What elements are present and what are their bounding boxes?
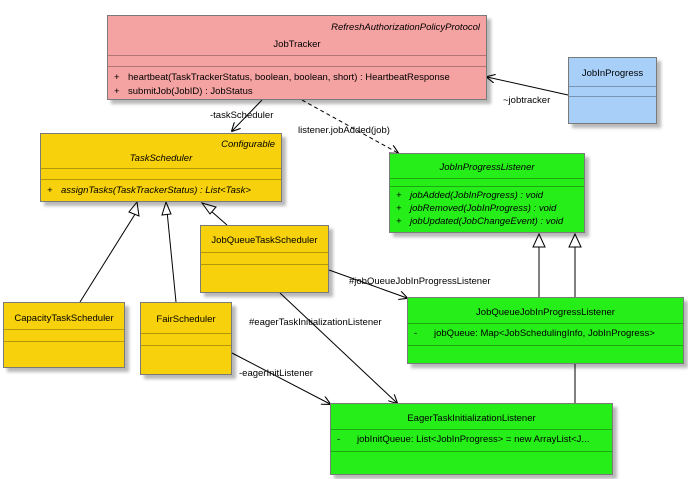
task-scheduler-separator (41, 179, 281, 180)
eager-init-association-line (231, 352, 330, 404)
task-scheduler-association-line (232, 99, 263, 131)
eager-task-initialization-listener-attribute: -jobInitQueue: List<JobInProgress> = new… (337, 434, 590, 445)
job-in-progress-listener-separator (390, 178, 584, 179)
job-queue-task-scheduler-name: JobQueueTaskScheduler (211, 235, 318, 246)
task-scheduler-class[interactable]: Configurable TaskScheduler +assignTasks(… (40, 133, 282, 202)
eager-task-initialization-listener-separator (331, 451, 612, 452)
fair-generalization-line (166, 210, 177, 303)
capacity-task-scheduler-separator (4, 341, 124, 342)
eager-task-initialization-listener-name: EagerTaskInitializationListener (407, 413, 536, 424)
job-queue-job-in-progress-listener-name: JobQueueJobInProgressListener (476, 307, 615, 318)
capacity-task-scheduler-name: CapacityTaskScheduler (14, 313, 114, 324)
job-in-progress-listener-separator (390, 186, 584, 187)
task-scheduler-separator (41, 168, 281, 169)
job-in-progress-listener-operation: +jobRemoved(JobInProgress) : void (396, 203, 557, 214)
job-tracker-separator (108, 66, 486, 67)
eager-listener-role-label: #eagerTaskInitializationListener (249, 317, 382, 328)
eager-generalization-triangle (568, 232, 582, 248)
job-tracker-name: JobTracker (273, 39, 321, 50)
job-in-progress-listener-operation: +jobAdded(JobInProgress) : void (396, 190, 544, 201)
job-queue-job-in-progress-listener-separator (408, 345, 683, 346)
task-scheduler-stereotype: Configurable (221, 139, 275, 150)
job-queue-listener-role-label: #jobQueueJobInProgressListener (349, 276, 491, 287)
task-scheduler-operation: +assignTasks(TaskTrackerStatus) : List<T… (47, 185, 251, 196)
fair-scheduler-separator (141, 333, 231, 334)
jq-listener-generalization-triangle (532, 232, 546, 248)
jobtracker-role-label: ~jobtracker (503, 95, 551, 106)
task-scheduler-name: TaskScheduler (129, 153, 193, 164)
job-in-progress-class[interactable]: JobInProgress (568, 57, 657, 124)
capacity-task-scheduler-class[interactable]: CapacityTaskScheduler (3, 302, 125, 368)
job-tracker-operation: +submitJob(JobID) : JobStatus (114, 86, 253, 97)
fair-scheduler-class[interactable]: FairScheduler (140, 302, 232, 375)
jobqueue-generalization-line (210, 210, 228, 226)
job-queue-task-scheduler-class[interactable]: JobQueueTaskScheduler (200, 225, 329, 293)
capacity-generalization-line (79, 210, 138, 303)
jobtracker-association-line (487, 77, 569, 96)
job-queue-job-in-progress-listener-class[interactable]: JobQueueJobInProgressListener -jobQueue:… (407, 297, 684, 364)
job-in-progress-separator (569, 86, 656, 87)
job-queue-job-in-progress-listener-attribute: -jobQueue: Map<JobSchedulingInfo, JobInP… (414, 328, 655, 339)
jobqueue-generalization-triangle (200, 202, 217, 215)
capacity-generalization-triangle (128, 200, 140, 217)
job-queue-job-in-progress-listener-separator (408, 323, 683, 324)
job-queue-task-scheduler-separator (201, 252, 328, 253)
capacity-task-scheduler-separator (4, 329, 124, 330)
job-tracker-operation: +heartbeat(TaskTrackerStatus, boolean, b… (114, 72, 450, 83)
job-in-progress-name: JobInProgress (581, 68, 644, 79)
job-in-progress-listener-name: JobInProgressListener (439, 162, 535, 173)
fair-scheduler-separator (141, 345, 231, 346)
job-tracker-separator (108, 55, 486, 56)
job-tracker-class[interactable]: RefreshAuthorizationPolicyProtocol JobTr… (107, 15, 487, 100)
jq-listener-association-line (328, 269, 407, 298)
job-in-progress-listener-class[interactable]: JobInProgressListener +jobAdded(JobInPro… (389, 153, 585, 233)
eager-task-initialization-listener-class[interactable]: EagerTaskInitializationListener -jobInit… (330, 403, 613, 475)
job-added-label: listener.jobAdded(job) (298, 125, 390, 136)
eager-init-listener-role-label: -eagerInitListener (239, 368, 313, 379)
fair-generalization-triangle (161, 200, 172, 216)
job-tracker-stereotype: RefreshAuthorizationPolicyProtocol (331, 22, 480, 33)
job-in-progress-listener-operation: +jobUpdated(JobChangeEvent) : void (396, 216, 564, 227)
job-in-progress-separator (569, 96, 656, 97)
task-scheduler-role-label: -taskScheduler (210, 110, 274, 121)
job-added-dependency-line (301, 99, 398, 153)
fair-scheduler-name: FairScheduler (156, 314, 216, 325)
job-queue-task-scheduler-separator (201, 264, 328, 265)
eager-task-initialization-listener-separator (331, 429, 612, 430)
eager-listener-association-line (279, 292, 397, 403)
